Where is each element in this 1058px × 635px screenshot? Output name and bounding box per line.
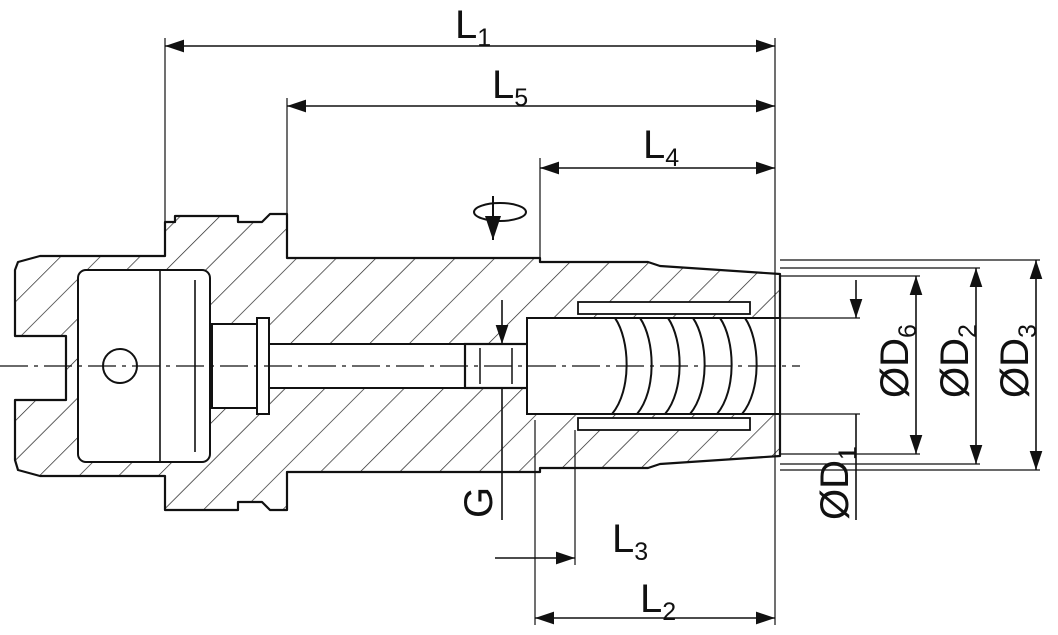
- label-l1: L1: [455, 3, 491, 52]
- extension-lines: [164, 38, 1040, 625]
- helix-grooves: [611, 317, 758, 415]
- clamping-sleeve-bottom: [577, 417, 751, 431]
- dimension-lines: [165, 39, 1043, 625]
- label-l2: L2: [640, 577, 676, 626]
- label-d3: ØD3: [993, 324, 1042, 398]
- label-l5: L5: [492, 63, 528, 112]
- clamping-sleeve-top: [577, 301, 751, 315]
- label-d2: ØD2: [933, 324, 982, 398]
- label-d1: ØD1: [813, 446, 862, 520]
- label-d6: ØD6: [873, 324, 922, 398]
- label-l4: L4: [643, 123, 679, 172]
- rotation-direction-icon: [473, 196, 527, 240]
- label-g: G: [457, 487, 501, 518]
- label-l3: L3: [612, 517, 648, 566]
